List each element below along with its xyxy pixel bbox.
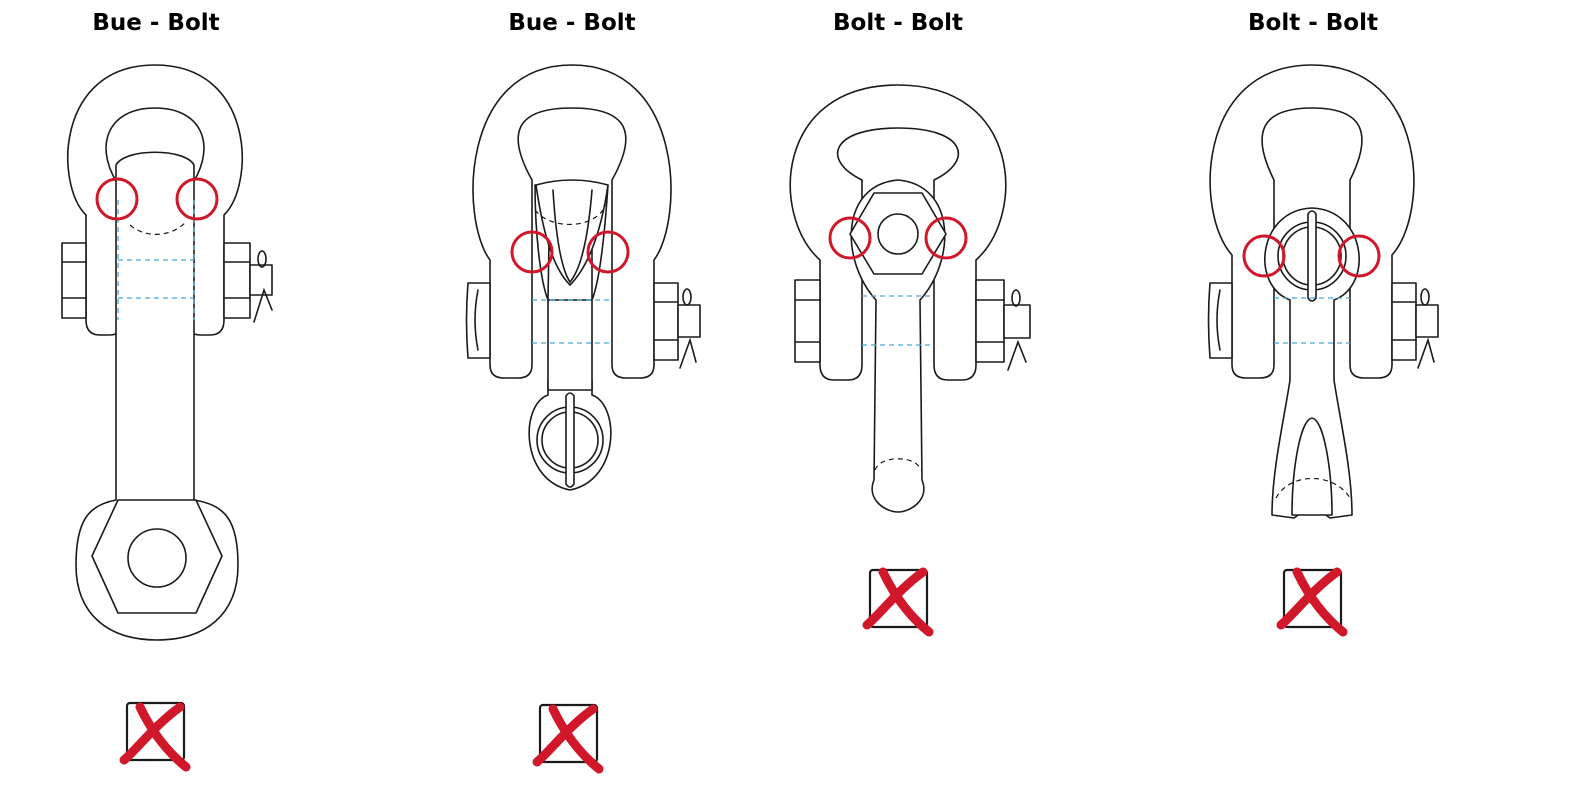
title-bolt-bolt-1: Bolt - Bolt — [833, 10, 963, 36]
bolt-head-right — [223, 242, 251, 319]
bolt-head-left — [1207, 282, 1233, 359]
diagram-bolt-bolt-1 — [789, 84, 1031, 637]
contact-point-right — [175, 177, 219, 221]
contact-point-left — [1242, 234, 1286, 278]
contact-point-right — [924, 216, 968, 260]
bolt-head-left — [465, 282, 491, 359]
contact-point-right — [586, 230, 630, 274]
title-bue-bolt-2: Bue - Bolt — [508, 10, 636, 36]
contact-point-right — [1337, 234, 1381, 278]
incorrect-mark-icon — [532, 703, 604, 774]
bolt-nut-left — [61, 242, 87, 319]
incorrect-mark-icon — [862, 567, 934, 637]
incorrect-mark-icon — [119, 701, 191, 772]
shackle-bow — [789, 84, 1007, 381]
shackle-bow — [1209, 64, 1415, 379]
bolt-nut-left — [794, 279, 821, 363]
bolt-nut-right — [1391, 282, 1417, 361]
shackle-bow — [472, 64, 672, 379]
diagram-bue-bolt-1 — [61, 64, 273, 772]
contact-point-left — [828, 216, 872, 260]
contact-point-left — [510, 230, 554, 274]
bolt-nut-right — [975, 279, 1005, 363]
title-bolt-bolt-2: Bolt - Bolt — [1248, 10, 1378, 36]
diagram-bue-bolt-2 — [465, 64, 701, 774]
incorrect-mark-icon — [1276, 567, 1348, 637]
title-bue-bolt-1: Bue - Bolt — [92, 10, 220, 36]
connecting-link — [1264, 207, 1360, 519]
bolt-nut-right — [653, 282, 679, 361]
diagram-bolt-bolt-2 — [1207, 64, 1439, 637]
contact-point-left — [95, 177, 139, 221]
